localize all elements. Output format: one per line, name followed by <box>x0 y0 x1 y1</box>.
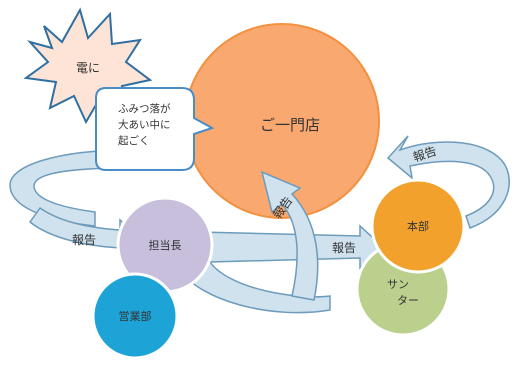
center-circle-label: ご一門店 <box>260 116 320 134</box>
callout-line-1: ふみつ落が <box>118 102 171 115</box>
left-arrow-label: 報告 <box>72 233 96 247</box>
green-circle-label-2: ター <box>397 294 419 307</box>
green-circle-label-1: サン <box>387 278 409 291</box>
left-ring-arrow-back <box>9 149 131 227</box>
callout-line-2: 大あい中に <box>118 118 171 131</box>
blue-circle-label: 営業部 <box>119 309 152 323</box>
upward-arrow <box>260 170 319 301</box>
orange-circle-label: 本部 <box>407 219 429 233</box>
purple-circle-label: 担当長 <box>149 238 182 252</box>
right-ring-arrow <box>386 135 510 229</box>
callout-bubble <box>95 87 215 171</box>
blue-circle <box>91 272 179 360</box>
callout-line-3: 起ごく <box>118 134 150 147</box>
orange-circle <box>370 178 466 274</box>
middle-arrow-label: 報告 <box>332 241 356 255</box>
burst-label: 電に <box>76 61 100 75</box>
